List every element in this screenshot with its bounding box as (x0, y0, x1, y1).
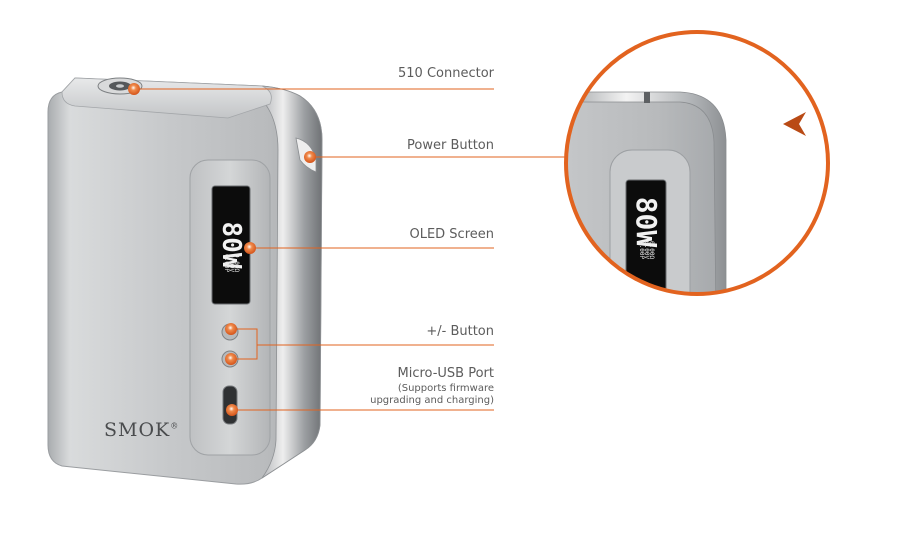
connector-pin (116, 84, 124, 88)
callout-dot-connector (128, 83, 140, 95)
zoom-screen-readout: 0.00Ω 0.00V 0.00P (638, 241, 655, 299)
label-usb-note-2: upgrading and charging) (370, 395, 494, 406)
zoom-oled-screen (625, 179, 667, 294)
brand-logo: SMOK® (104, 419, 179, 441)
label-oled: OLED Screen (409, 227, 494, 242)
zoom-device-top-edge (566, 91, 727, 294)
label-usb-note-1: (Supports firmware (397, 383, 494, 394)
zoom-frame-ring (564, 30, 830, 296)
zoom-screen-readout-line: 0.00P (638, 241, 645, 260)
brand-logo-text: SMOK (104, 419, 171, 441)
zoom-power-button (644, 92, 650, 103)
registered-mark: ® (170, 421, 180, 431)
label-usb: Micro-USB Port (397, 366, 494, 381)
callout-dot-oled (244, 242, 256, 254)
callout-dot-plus (225, 323, 237, 335)
callout-dot-usb (226, 404, 238, 416)
device-side-panel (261, 85, 323, 479)
label-connector: 510 Connector (398, 66, 494, 81)
callout-dot-power (304, 151, 316, 163)
label-power: Power Button (407, 138, 494, 153)
callout-bracket-plusminus (236, 328, 258, 360)
zoom-arrow-icon (783, 112, 806, 136)
label-plusminus: +/- Button (426, 324, 494, 339)
callout-dot-minus (225, 353, 237, 365)
